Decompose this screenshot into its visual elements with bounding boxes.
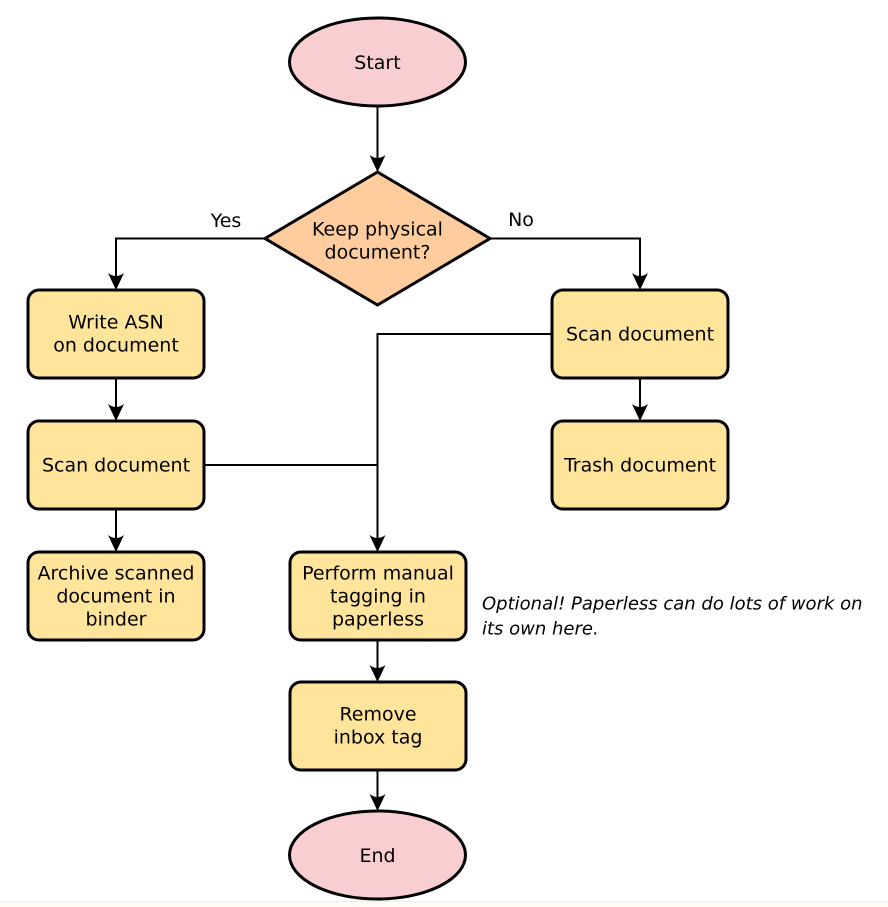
trash-node: Trash document: [550, 419, 730, 511]
decision-label-line1: Keep physical: [312, 219, 443, 241]
edge-label-yes: Yes: [210, 210, 242, 232]
remove-inbox-label-line1: Remove: [339, 704, 416, 726]
edge-yes-to-write-asn: [115, 237, 265, 276]
arrowhead-icon: [369, 535, 386, 552]
arrowhead-icon: [108, 535, 124, 552]
end-label: End: [359, 845, 395, 867]
decision-label-line2: document?: [325, 242, 431, 264]
tagging-label-line1: Perform manual: [302, 563, 454, 585]
scan-document-right-node: Scan document: [550, 288, 730, 380]
remove-inbox-node: Remove inbox tag: [288, 680, 468, 772]
edge-scan-right-to-tagging: [376, 333, 552, 538]
tagging-process-shape: [288, 550, 468, 642]
trash-label: Trash document: [563, 455, 716, 477]
trash-process-shape: [550, 419, 730, 511]
optional-note-line2: its own here.: [482, 619, 599, 640]
archive-label-line1: Archive scanned: [38, 563, 195, 585]
arrowhead-icon: [632, 404, 648, 421]
scan-left-process-shape: [26, 419, 206, 511]
start-node: Start: [288, 16, 467, 108]
write-asn-process-shape: [26, 288, 206, 380]
archive-process-shape: [26, 550, 206, 642]
scan-right-label: Scan document: [566, 324, 714, 346]
remove-inbox-process-shape: [288, 680, 468, 772]
write-asn-node: Write ASN on document: [26, 288, 206, 380]
edge-label-no: No: [508, 209, 534, 231]
end-terminal-shape: [288, 809, 467, 901]
write-asn-label-line1: Write ASN: [68, 312, 163, 334]
edge-no-to-scan-right: [490, 237, 641, 276]
end-node: End: [288, 809, 467, 901]
arrowhead-icon: [369, 794, 386, 811]
arrowhead-icon: [632, 273, 648, 290]
archive-node: Archive scanned document in binder: [26, 550, 206, 642]
arrowhead-icon: [369, 665, 386, 682]
decision-diamond-shape: [262, 170, 493, 307]
optional-note: Optional! Paperless can do lots of work …: [482, 594, 863, 640]
arrowhead-icon: [369, 155, 386, 172]
edges: [108, 106, 648, 811]
write-asn-label-line2: on document: [53, 335, 179, 357]
scan-left-label: Scan document: [42, 455, 190, 477]
start-label: Start: [354, 52, 400, 74]
scan-document-left-node: Scan document: [26, 419, 206, 511]
decision-node: Keep physical document?: [262, 170, 493, 307]
page-bottom-strip: [0, 902, 888, 907]
remove-inbox-label-line2: inbox tag: [334, 727, 423, 749]
archive-label-line2: document in: [56, 586, 175, 608]
scan-right-process-shape: [550, 288, 730, 380]
optional-note-line1: Optional! Paperless can do lots of work …: [482, 594, 863, 615]
tagging-node: Perform manual tagging in paperless: [288, 550, 468, 642]
arrowhead-icon: [108, 404, 124, 421]
arrowhead-icon: [108, 273, 124, 290]
start-terminal-shape: [288, 16, 467, 108]
archive-label-line3: binder: [86, 609, 147, 631]
tagging-label-line3: paperless: [332, 609, 424, 631]
tagging-label-line2: tagging in: [330, 586, 426, 608]
